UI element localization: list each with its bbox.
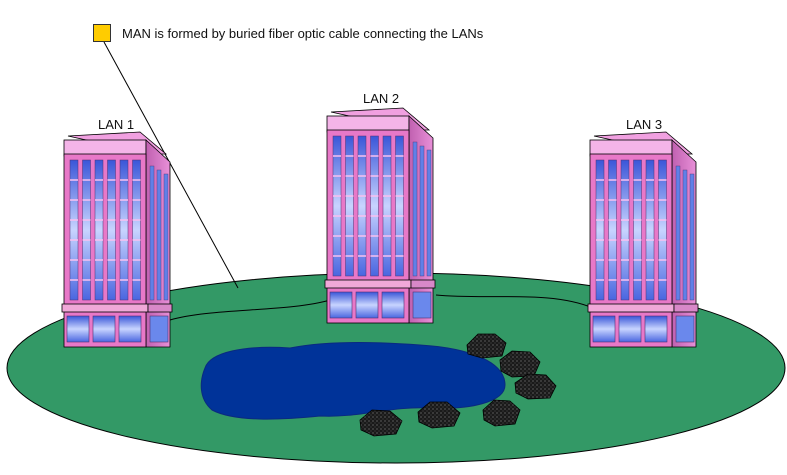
legend-text: MAN is formed by buried fiber optic cabl… (122, 26, 484, 41)
rocks (359, 333, 557, 437)
pond (200, 341, 506, 420)
rock (482, 399, 521, 427)
label-lan2: LAN 2 (363, 91, 400, 106)
rock (359, 409, 403, 437)
label-lan1: LAN 1 (98, 117, 135, 132)
rock (514, 373, 557, 400)
building-lan3 (587, 131, 699, 348)
callout-line (103, 41, 239, 289)
rock (499, 350, 541, 378)
label-lan3: LAN 3 (626, 117, 663, 132)
fiber-cable (169, 294, 594, 321)
building-lan1 (61, 131, 173, 348)
building-lan2 (324, 107, 436, 324)
legend-swatch (93, 24, 111, 42)
rock (466, 333, 507, 359)
rock (417, 401, 461, 429)
